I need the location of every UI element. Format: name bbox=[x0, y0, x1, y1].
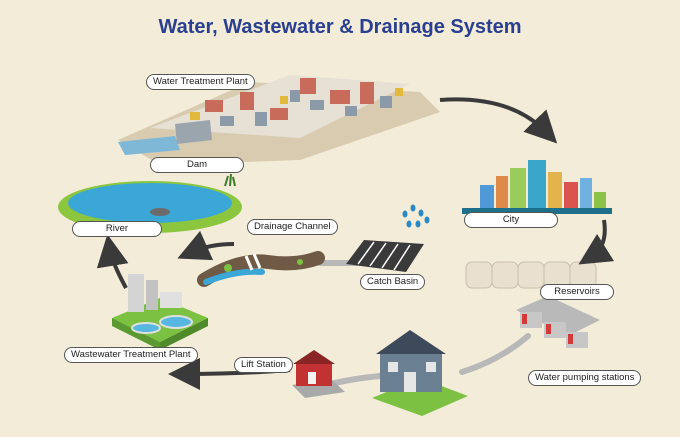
arrow-plant-to-city bbox=[439, 97, 558, 144]
house-illustration bbox=[372, 330, 468, 416]
label-catch-basin: Catch Basin bbox=[360, 274, 426, 290]
label-water-pumping-stations: Water pumping stations bbox=[528, 370, 642, 386]
wastewater-plant-illustration bbox=[112, 274, 208, 350]
arrow-drainage-to-river bbox=[177, 230, 235, 261]
label-reservoirs: Reservoirs bbox=[540, 284, 614, 300]
label-city: City bbox=[464, 212, 558, 228]
label-wastewater-treatment-plant: Wastewater Treatment Plant bbox=[64, 347, 198, 363]
reservoirs-illustration bbox=[465, 261, 597, 289]
pumping-stations-illustration bbox=[516, 296, 600, 348]
label-lift-station: Lift Station bbox=[234, 357, 293, 373]
city-illustration bbox=[462, 160, 612, 214]
page-title: Water, Wastewater & Drainage System bbox=[158, 16, 522, 38]
water-treatment-plant-illustration bbox=[118, 75, 440, 165]
arrow-wastewater-to-river bbox=[96, 234, 129, 289]
arrow-city-to-reservoirs bbox=[578, 219, 615, 265]
label-dam: Dam bbox=[150, 157, 244, 173]
drainage-channel-illustration bbox=[197, 251, 325, 287]
river-illustration bbox=[58, 173, 242, 233]
label-water-treatment-plant: Water Treatment Plant bbox=[146, 74, 255, 90]
rain-drops-icon bbox=[402, 204, 430, 228]
label-drainage-channel: Drainage Channel bbox=[247, 219, 338, 235]
lift-station-illustration bbox=[292, 350, 345, 398]
label-river: River bbox=[72, 221, 162, 237]
catch-basin-illustration bbox=[346, 240, 424, 272]
